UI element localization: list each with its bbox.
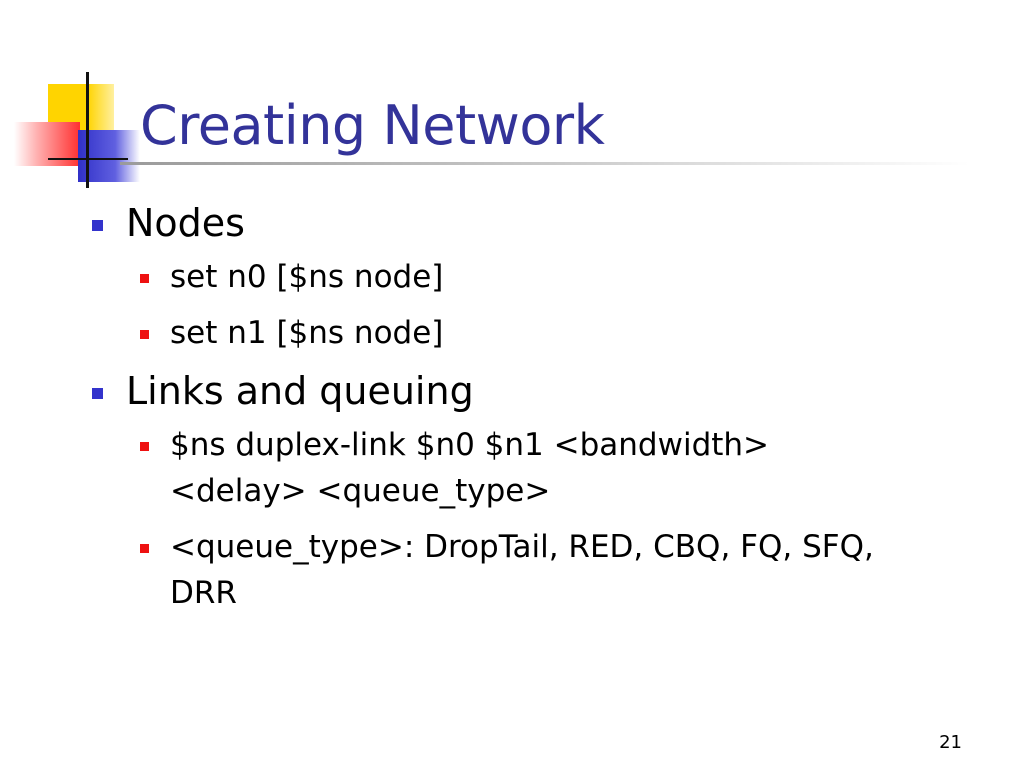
sub-bullet-item: set n0 [$ns node] <box>140 254 890 300</box>
square-bullet-icon <box>92 388 103 399</box>
sub-bullet-text: <queue_type>: DropTail, RED, CBQ, FQ, SF… <box>170 529 874 611</box>
title-underline <box>120 162 970 165</box>
bullet-item-nodes: Nodes <box>88 198 948 248</box>
sub-bullet-item: set n1 [$ns node] <box>140 310 890 356</box>
logo-graphic <box>0 0 200 200</box>
sub-bullet-text: $ns duplex-link $n0 $n1 <bandwidth> <del… <box>170 427 770 509</box>
bullet-text: Links and queuing <box>126 369 474 413</box>
bullet-item-links: Links and queuing <box>88 366 948 416</box>
sub-bullet-text: set n1 [$ns node] <box>170 315 444 351</box>
square-bullet-icon <box>140 442 149 451</box>
sub-bullet-item: <queue_type>: DropTail, RED, CBQ, FQ, SF… <box>140 524 890 616</box>
sub-bullet-text: set n0 [$ns node] <box>170 259 444 295</box>
logo-horizontal-line <box>48 158 128 160</box>
square-bullet-icon <box>140 544 149 553</box>
sub-bullet-item: $ns duplex-link $n0 $n1 <bandwidth> <del… <box>140 422 890 514</box>
square-bullet-icon <box>92 220 103 231</box>
square-bullet-icon <box>140 274 149 283</box>
page-number: 21 <box>939 732 962 753</box>
logo-vertical-line <box>86 72 89 188</box>
slide-title: Creating Network <box>140 94 605 157</box>
slide-content: Nodes set n0 [$ns node] set n1 [$ns node… <box>88 198 948 626</box>
bullet-text: Nodes <box>126 201 245 245</box>
square-bullet-icon <box>140 330 149 339</box>
